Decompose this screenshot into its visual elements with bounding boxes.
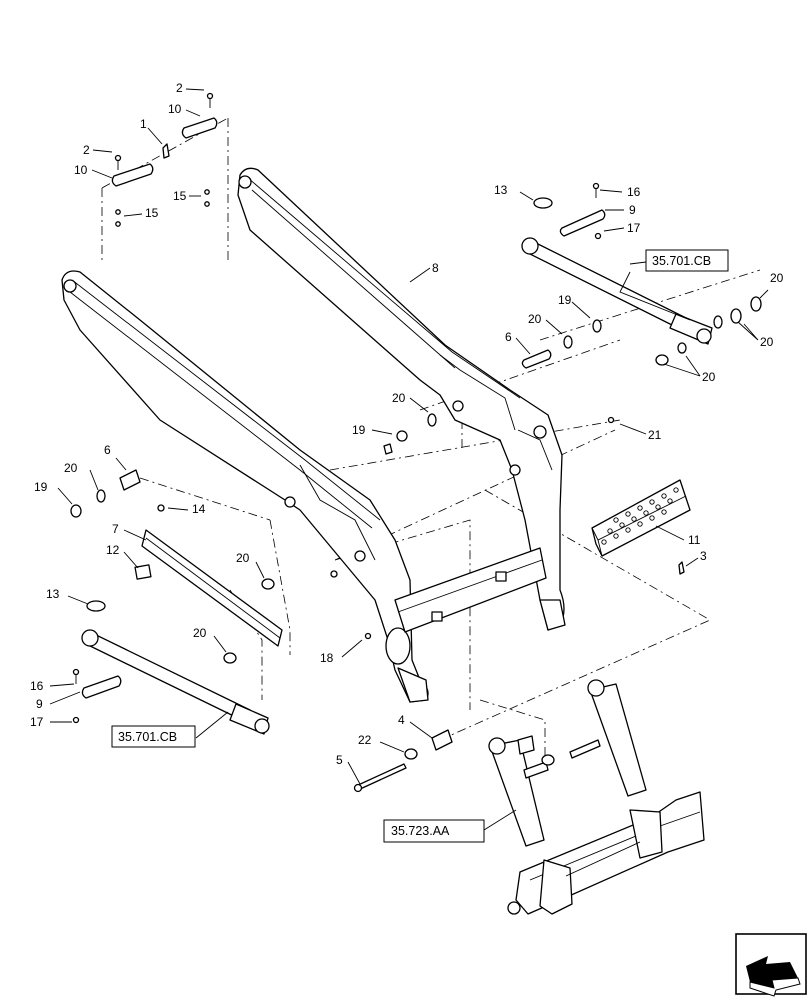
callout-20: 20 bbox=[236, 551, 250, 565]
callout-8: 8 bbox=[432, 261, 439, 275]
callout-5: 5 bbox=[336, 753, 343, 767]
attachment-tilt-assembly bbox=[488, 679, 705, 915]
callout-10: 10 bbox=[74, 163, 88, 177]
callout-14: 14 bbox=[192, 502, 206, 516]
callout-21: 21 bbox=[648, 428, 662, 442]
callout-labels: 2 10 1 2 10 15 15 13 16 9 17 8 20 20 20 … bbox=[30, 81, 784, 767]
left-lift-cylinder bbox=[72, 629, 270, 735]
cross-tube bbox=[394, 547, 547, 633]
callout-16: 16 bbox=[627, 185, 641, 199]
callout-4: 4 bbox=[398, 713, 405, 727]
callout-13: 13 bbox=[494, 183, 508, 197]
callout-15: 15 bbox=[173, 189, 187, 203]
callout-19: 19 bbox=[558, 293, 572, 307]
callout-18: 18 bbox=[320, 651, 334, 665]
callout-6: 6 bbox=[104, 443, 111, 457]
right-side-washers bbox=[383, 296, 762, 455]
left-side-hardware bbox=[70, 469, 338, 664]
step-plate bbox=[591, 479, 691, 575]
callout-12: 12 bbox=[106, 543, 120, 557]
callout-20: 20 bbox=[702, 370, 716, 384]
callout-20: 20 bbox=[770, 271, 784, 285]
left-loader-arm bbox=[61, 270, 429, 703]
reference-boxes: 35.701.CB 35.701.CB 35.723.AA bbox=[111, 249, 729, 843]
callout-9: 9 bbox=[629, 203, 636, 217]
callout-20: 20 bbox=[64, 461, 78, 475]
reference-box-left-cylinder bbox=[111, 725, 196, 748]
reference-right-cylinder: 35.701.CB bbox=[652, 254, 711, 268]
callout-22: 22 bbox=[358, 733, 372, 747]
callout-17: 17 bbox=[30, 715, 44, 729]
callout-3: 3 bbox=[700, 549, 707, 563]
reference-left-cylinder: 35.701.CB bbox=[118, 730, 177, 744]
callout-2: 2 bbox=[83, 143, 90, 157]
next-page-arrow-icon[interactable] bbox=[735, 933, 807, 997]
reference-box-right-cylinder bbox=[645, 249, 729, 272]
reference-attachment: 35.723.AA bbox=[391, 824, 450, 838]
callout-20: 20 bbox=[528, 312, 542, 326]
callout-2: 2 bbox=[176, 81, 183, 95]
callout-1: 1 bbox=[140, 117, 147, 131]
reference-box-attachment bbox=[383, 819, 485, 843]
callout-19: 19 bbox=[34, 480, 48, 494]
pin-hardware-upper-left bbox=[111, 92, 218, 227]
right-loader-arm bbox=[237, 167, 566, 631]
callout-13: 13 bbox=[46, 587, 60, 601]
bottom-pin-hardware bbox=[353, 632, 453, 793]
callout-20: 20 bbox=[193, 626, 207, 640]
callout-7: 7 bbox=[112, 522, 119, 536]
callout-10: 10 bbox=[168, 102, 182, 116]
callout-20: 20 bbox=[392, 391, 406, 405]
right-lift-cylinder bbox=[521, 182, 713, 345]
callout-20: 20 bbox=[760, 335, 774, 349]
callout-11: 11 bbox=[688, 533, 701, 547]
callout-15: 15 bbox=[145, 206, 159, 220]
leader-lines bbox=[49, 88, 769, 831]
callout-6: 6 bbox=[505, 330, 512, 344]
callout-9: 9 bbox=[36, 697, 43, 711]
callout-16: 16 bbox=[30, 679, 44, 693]
callout-17: 17 bbox=[627, 221, 641, 235]
callout-19: 19 bbox=[352, 423, 366, 437]
